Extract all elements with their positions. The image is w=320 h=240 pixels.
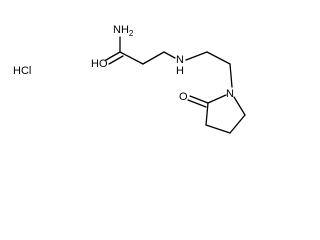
bond-c5-c4 — [229, 114, 246, 134]
amide-oxygen-label: HO — [91, 58, 108, 70]
bond-c-ch2a — [119, 51, 144, 65]
bond-nh-ch2c — [185, 51, 208, 61]
bond-ch2d-ringn — [229, 63, 233, 88]
amide-nitrogen-subscript: 2 — [129, 29, 134, 38]
chemical-structure: NH2 HO N H N O HCl — [13, 24, 246, 134]
bond-ringn-c5 — [233, 96, 246, 116]
bond-c-o-2 — [108, 55, 124, 65]
bond-ch2a-ch2b — [142, 51, 165, 65]
ring-nitrogen-label: N — [226, 88, 234, 100]
amine-hydrogen-label: H — [176, 65, 184, 77]
bond-ch2c-ch2d — [206, 51, 231, 65]
bond-c4-c3 — [205, 124, 231, 134]
bond-c2-o-2 — [187, 99, 207, 108]
amide-nitrogen-symbol: NH — [113, 24, 129, 36]
bond-c2-ringn — [207, 94, 227, 104]
amine-nitrogen-label: N — [176, 54, 184, 66]
bond-c-o-1 — [105, 51, 121, 61]
bond-c2-o-1 — [189, 95, 209, 104]
amide-nitrogen-label: NH2 — [113, 24, 134, 38]
bond-layer — [105, 36, 246, 134]
counterion-label: HCl — [13, 65, 31, 77]
atom-labels: NH2 HO N H N O — [91, 24, 234, 103]
bond-c3-c2 — [205, 102, 209, 126]
ring-oxygen-label: O — [179, 91, 188, 103]
bond-ch2b-nh — [163, 51, 176, 59]
